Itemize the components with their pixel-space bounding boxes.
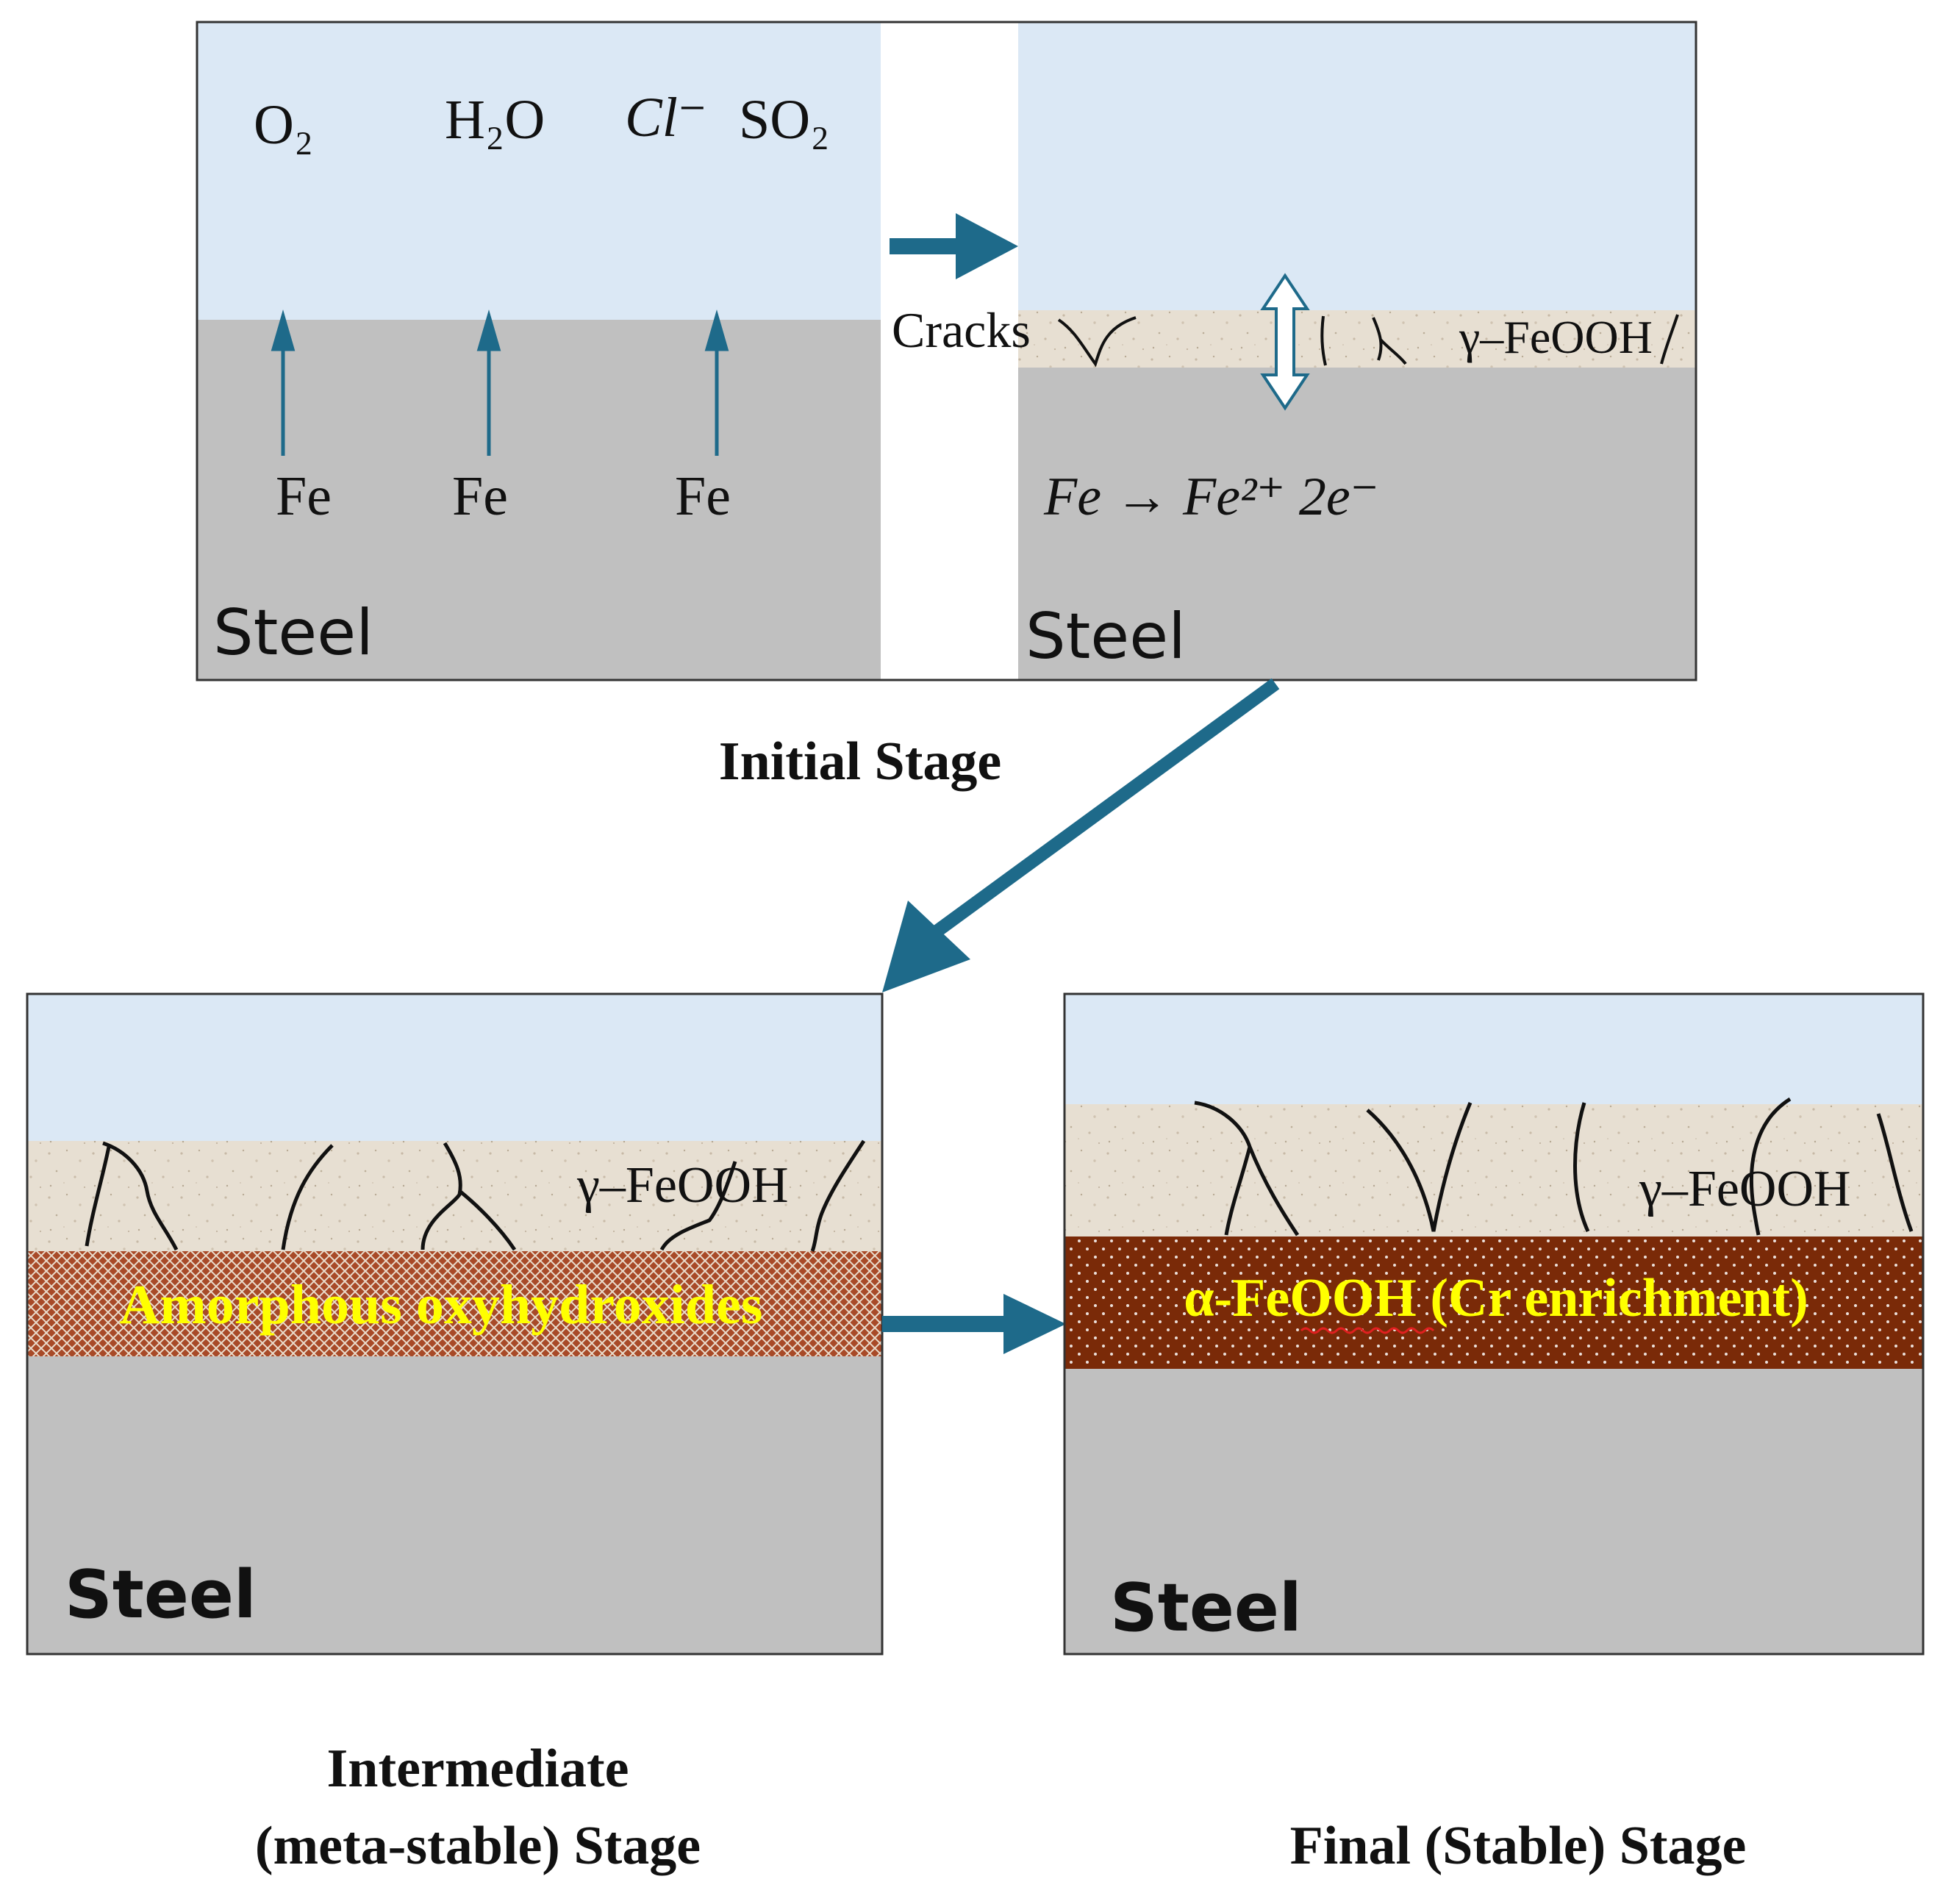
- fe-label-3: Fe: [675, 465, 731, 527]
- cracks-intermediate: [85, 1139, 866, 1252]
- gamma-feooh-label-initial: γ–FeOOH: [1459, 311, 1653, 363]
- atmosphere-left: [197, 22, 881, 320]
- steel-label-final: Steel: [1110, 1570, 1302, 1647]
- cracks-final: [1194, 1097, 1914, 1236]
- steel-label-left: Steel: [213, 596, 373, 670]
- amorphous-label: Amorphous oxyhydroxides: [120, 1274, 763, 1336]
- steel-label-right: Steel: [1026, 600, 1186, 673]
- initial-stage-border: [196, 21, 1697, 681]
- fe-label-1: Fe: [276, 465, 332, 527]
- caption-final-stage: Final (Stable) Stage: [1290, 1816, 1747, 1876]
- atmosphere-intermediate: [27, 994, 882, 1141]
- rust-layer-final: [1064, 1104, 1923, 1236]
- caption-initial-stage: Initial Stage: [719, 731, 1001, 792]
- steel-label-intermediate: Steel: [65, 1556, 257, 1633]
- gamma-feooh-label-intermediate: γ–FeOOH: [576, 1157, 789, 1214]
- caption-intermediate-line2: (meta-stable) Stage: [255, 1816, 701, 1876]
- alpha-feooh-label: α-FeOOH (Cr enrichment): [1184, 1268, 1808, 1328]
- steel-final: [1064, 1369, 1923, 1654]
- reaction-equation: Fe → Fe²⁺ 2e⁻: [1043, 467, 1379, 527]
- steel-intermediate: [27, 1356, 882, 1654]
- cracks-label: Cracks: [892, 302, 1031, 358]
- final-stage-panel: γ–FeOOH α-FeOOH (Cr enrichment) Steel: [1063, 992, 1925, 1656]
- species-so2: SO₂: [739, 89, 830, 151]
- atmosphere-right: [1018, 22, 1696, 310]
- species-h2o: H₂O: [445, 89, 545, 151]
- transition-arrow-diagonal: [882, 678, 1280, 992]
- transition-arrow-final: [882, 1294, 1066, 1354]
- final-stage-border: [1063, 992, 1925, 1656]
- steel-right: [1018, 368, 1696, 680]
- steel-left: [197, 320, 881, 680]
- species-cl: Cl⁻: [625, 87, 707, 148]
- spellcheck-underline: [1300, 1327, 1435, 1334]
- intermediate-stage-panel: γ–FeOOH Amorphous oxyhydroxides Steel: [26, 992, 884, 1656]
- exchange-double-arrow: [1260, 273, 1310, 411]
- caption-intermediate-line1: Intermediate: [327, 1739, 629, 1799]
- cracks-right: [1057, 314, 1679, 368]
- fe-label-2: Fe: [452, 465, 508, 527]
- fe-diffusion-arrows: [271, 309, 729, 456]
- atmosphere-final: [1064, 994, 1923, 1104]
- species-o2: O₂: [254, 94, 313, 156]
- gamma-feooh-label-final: γ–FeOOH: [1639, 1161, 1851, 1217]
- alpha-feooh-layer: [1064, 1236, 1923, 1369]
- initial-stage-panel: O₂ H₂O Cl⁻ SO₂ Fe Fe Fe Steel Cracks: [196, 21, 1697, 681]
- transition-arrow-right: [890, 213, 1018, 279]
- amorphous-layer: [27, 1251, 882, 1356]
